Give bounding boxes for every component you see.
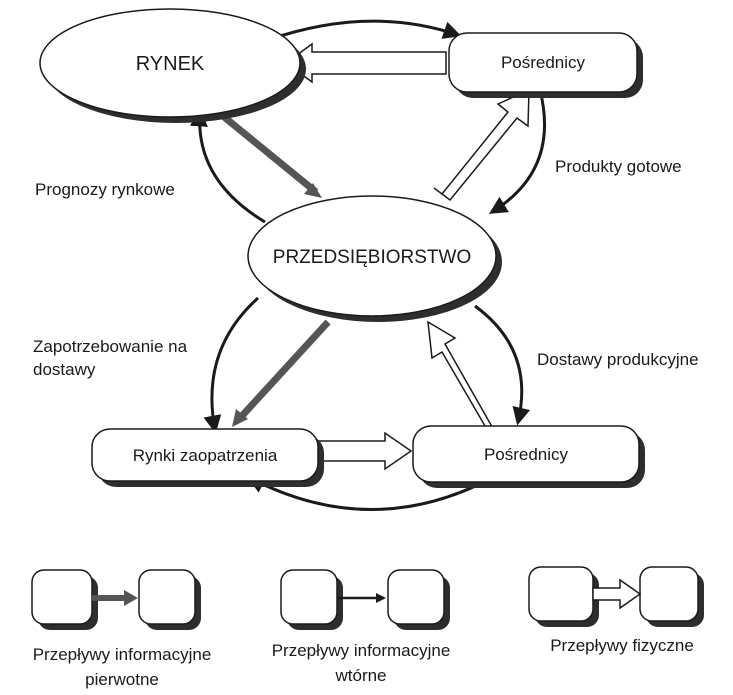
posrednicy-bottom-node — [412, 425, 640, 483]
przedsiebiorstwo-node — [247, 195, 497, 317]
zapotrzebowanie-label-line2: dostawy — [33, 360, 96, 379]
physical-arrow-posrednicy-to-rynek — [284, 42, 447, 84]
physical-arrow-posrednicy-to-przedsiebiorstwo — [427, 320, 509, 440]
primary-arrowhead-rynek-to-przedsiebiorstwo — [304, 183, 322, 198]
physical-arrow-rynki-to-posrednicy — [317, 431, 413, 471]
posrednicy-top-node — [448, 32, 638, 93]
arc-bottom-posrednicy-to-rynki — [246, 476, 489, 511]
rynki-zaopatrzenia-label: Rynki zaopatrzenia — [133, 446, 278, 465]
primary-arrowhead-przedsiebiorstwo-to-rynki — [232, 409, 248, 427]
legend-secondary-label-line1: Przepływy informacyjne — [272, 641, 451, 660]
primary-arrow-przedsiebiorstwo-to-rynki — [237, 319, 331, 421]
legend-physical-label: Przepływy fizyczne — [550, 636, 694, 655]
legend-primary-box-b — [138, 569, 196, 625]
zapotrzebowanie-label-line1: Zapotrzebowanie na — [33, 337, 188, 356]
posrednicy-bottom-label: Pośrednicy — [484, 445, 569, 464]
legend-secondary-box-a — [280, 569, 338, 625]
arc-przedsiebiorstwo-to-posrednicy-bottom — [474, 304, 531, 426]
arc-przedsiebiorstwo-to-rynek — [189, 108, 266, 224]
legend-primary: Przepływy informacyjne pierwotne — [31, 569, 212, 689]
przedsiebiorstwo-label: PRZEDSIĘBIORSTWO — [273, 247, 471, 268]
physical-arrow-przedsiebiorstwo-to-posrednicy — [433, 88, 530, 202]
rynek-node — [39, 8, 301, 118]
legend-primary-label-line1: Przepływy informacyjne — [33, 645, 212, 664]
primary-arrow-rynek-to-przedsiebiorstwo — [215, 109, 319, 195]
legend-secondary-label-line2: wtórne — [334, 666, 386, 685]
arc-przedsiebiorstwo-to-rynki — [203, 296, 260, 434]
arc-posrednicy-to-przedsiebiorstwo — [488, 89, 547, 214]
dostawy-produkcyjne-label: Dostawy produkcyjne — [537, 350, 699, 369]
legend-primary-label-line2: pierwotne — [85, 670, 159, 689]
rynek-label: RYNEK — [136, 53, 205, 75]
produkty-gotowe-label: Produkty gotowe — [555, 157, 682, 176]
legend-physical-box-b — [639, 566, 699, 622]
arc-top-rynek-to-posrednicy — [267, 19, 462, 42]
legend-physical-arrow — [592, 578, 642, 610]
legend-physical: Przepływy fizyczne — [528, 566, 704, 655]
posrednicy-top-label: Pośrednicy — [501, 53, 586, 72]
prognozy-rynkowe-label: Prognozy rynkowe — [35, 180, 175, 199]
rynki-node — [91, 428, 319, 482]
legend-primary-arrowhead — [124, 590, 138, 606]
legend-primary-box-a — [31, 569, 93, 625]
legend-secondary: Przepływy informacyjne wtórne — [272, 569, 451, 685]
legend-physical-box-a — [528, 566, 594, 622]
legend-secondary-box-b — [387, 569, 445, 625]
